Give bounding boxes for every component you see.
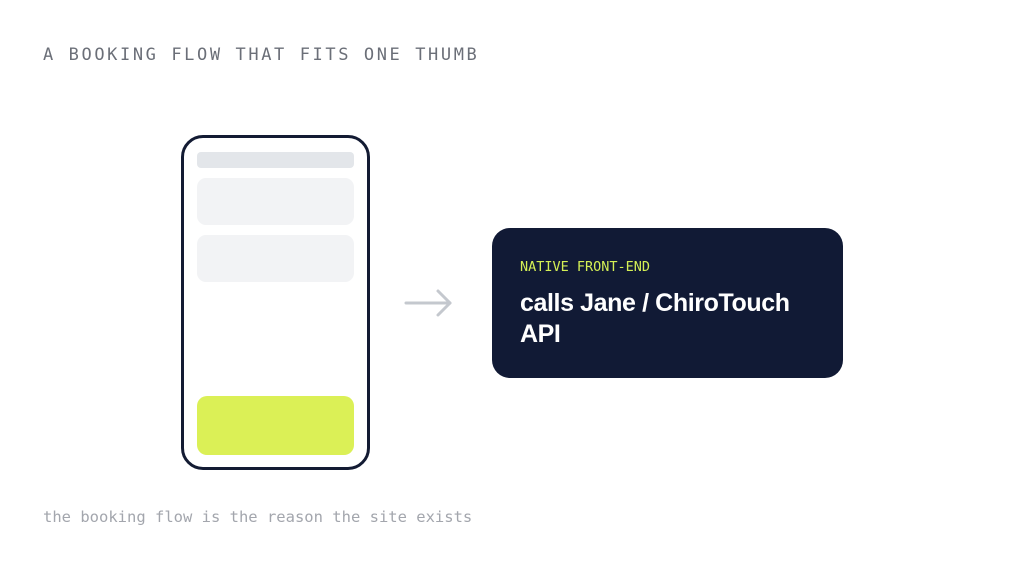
page-heading: A BOOKING FLOW THAT FITS ONE THUMB	[43, 45, 480, 65]
phone-card-placeholder	[197, 235, 354, 282]
phone-mockup	[181, 135, 370, 470]
phone-book-button-placeholder	[197, 396, 354, 455]
phone-card-placeholder	[197, 178, 354, 225]
caption: the booking flow is the reason the site …	[43, 508, 473, 526]
panel-label: NATIVE FRONT-END	[520, 259, 651, 275]
panel-title: calls Jane / ChiroTouch API	[520, 289, 790, 348]
right-arrow-icon	[404, 289, 452, 317]
api-panel: NATIVE FRONT-END calls Jane / ChiroTouch…	[492, 228, 843, 378]
phone-header-placeholder	[197, 152, 354, 168]
